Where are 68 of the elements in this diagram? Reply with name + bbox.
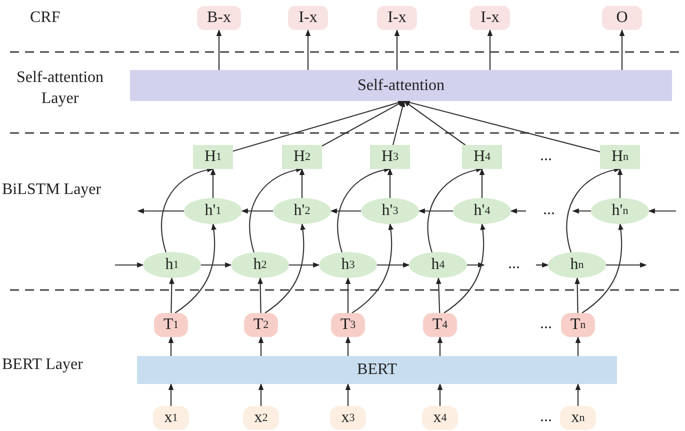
arrow: [566, 167, 621, 253]
bert-layer-bar: BERT: [137, 356, 617, 384]
arrow: [444, 223, 486, 314]
arrow: [536, 262, 549, 268]
arrow: [510, 208, 526, 214]
arrow: [377, 262, 410, 268]
arrow: [168, 383, 174, 406]
arrow: [216, 29, 222, 70]
arrow: [168, 336, 174, 356]
arrow: [606, 262, 647, 268]
arrow: [258, 383, 264, 406]
arrow: [305, 29, 311, 70]
arrow: [345, 336, 351, 356]
arrow: [575, 383, 581, 406]
arrow: [249, 167, 303, 253]
arrow: [394, 29, 400, 70]
arrow: [322, 100, 405, 146]
tag-label-box: B-x: [197, 6, 241, 30]
arrow: [169, 277, 174, 313]
arrow: [289, 262, 320, 268]
arrow: [617, 168, 623, 198]
arrow: [115, 262, 144, 268]
arrow: [392, 100, 406, 146]
arrow: [437, 336, 443, 356]
arrow: [619, 29, 625, 70]
layer-label: CRF: [30, 8, 62, 28]
arrow: [575, 336, 581, 356]
layer-label: Self-attention Layer: [15, 68, 105, 109]
arrow: [582, 223, 624, 314]
arrow: [345, 277, 351, 313]
arrow: [487, 29, 493, 70]
arrow: [437, 383, 443, 406]
arrow: [201, 262, 232, 268]
arrow: [648, 208, 676, 214]
arrow: [299, 168, 305, 198]
arrow: [330, 208, 361, 214]
arrow: [418, 208, 453, 214]
arrow: [574, 277, 580, 313]
arrow: [467, 262, 485, 268]
arrow: [258, 277, 263, 313]
tag-label-box: I-x: [288, 6, 328, 30]
ellipsis-text: ...: [539, 314, 553, 334]
arrow: [479, 168, 485, 198]
ellipsis-text: ...: [507, 254, 521, 274]
tag-label-box: I-x: [470, 6, 510, 30]
arrow: [264, 223, 306, 314]
layer-label: BERT Layer: [2, 355, 84, 375]
ellipsis-text: ...: [542, 200, 556, 220]
arrow: [427, 167, 483, 253]
attention-layer-bar: Self-attention: [130, 70, 672, 101]
arrow: [352, 223, 394, 314]
arrow: [258, 336, 264, 356]
ellipsis-text: ...: [539, 407, 553, 427]
arrow: [241, 208, 273, 214]
arrow: [387, 168, 393, 198]
tag-label-box: I-x: [377, 6, 417, 30]
arrow: [137, 208, 184, 214]
arrow: [337, 167, 391, 253]
arrow: [345, 383, 351, 406]
arrow: [403, 100, 466, 146]
arrow: [174, 223, 216, 314]
ellipsis-text: ...: [539, 146, 553, 166]
arrow: [210, 168, 216, 198]
tag-label-box: O: [602, 6, 642, 30]
arrow: [436, 277, 442, 314]
layer-label: BiLSTM Layer: [2, 180, 102, 200]
arrow: [161, 167, 214, 253]
arrow: [572, 208, 591, 214]
